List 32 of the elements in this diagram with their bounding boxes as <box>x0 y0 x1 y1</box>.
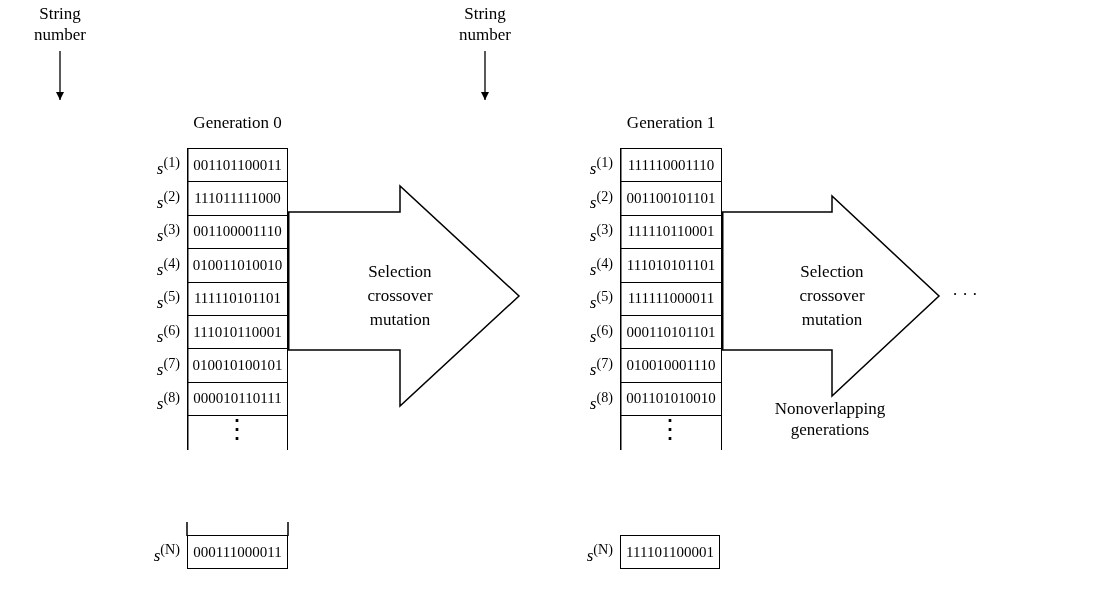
axis-caption: String number <box>20 3 100 47</box>
row-index-label: s$^{(1)}$ <box>588 153 613 179</box>
bit-string-row: 111101100001 <box>620 535 720 569</box>
vertical-ellipsis: ⋮ <box>656 414 684 446</box>
row-index-label: s$^{(2)}$ <box>155 186 180 213</box>
row-index-label: s$^{(8)}$ <box>588 387 613 414</box>
bit-string-row: 000111000011 <box>187 535 288 569</box>
vertical-ellipsis: ⋮ <box>223 414 251 446</box>
row-index-label: s$^{(N)}$ <box>152 539 180 566</box>
note-text: Nonoverlapping generations <box>773 398 887 441</box>
arrow <box>56 50 64 101</box>
arrow-label: Selection crossover mutation <box>366 261 434 331</box>
row-index-label: s$^{(6)}$ <box>588 320 613 347</box>
row-index-label: s$^{(6)}$ <box>155 320 180 347</box>
continuation-ellipsis: · · · <box>951 284 979 306</box>
row-index-label: s$^{(3)}$ <box>155 220 180 246</box>
row-index-label: s$^{(1)}$ <box>155 153 180 179</box>
row-index-label: s$^{(4)}$ <box>588 253 613 280</box>
generation-heading: Generation 1 <box>625 113 717 133</box>
arrow <box>481 50 489 101</box>
row-index-label: s$^{(N)}$ <box>585 539 613 566</box>
row-index-label: s$^{(3)}$ <box>588 220 613 246</box>
row-index-label: s$^{(5)}$ <box>155 287 180 313</box>
row-index-label: s$^{(5)}$ <box>588 287 613 313</box>
row-index-label: s$^{(7)}$ <box>588 354 613 380</box>
generation-heading: Generation 0 <box>192 113 283 133</box>
axis-caption: String number <box>445 3 525 47</box>
arrow-label: Selection crossover mutation <box>798 261 866 331</box>
row-index-label: s$^{(4)}$ <box>155 253 180 280</box>
row-index-label: s$^{(2)}$ <box>588 186 613 213</box>
row-index-label: s$^{(8)}$ <box>155 387 180 414</box>
row-index-label: s$^{(7)}$ <box>155 354 180 380</box>
